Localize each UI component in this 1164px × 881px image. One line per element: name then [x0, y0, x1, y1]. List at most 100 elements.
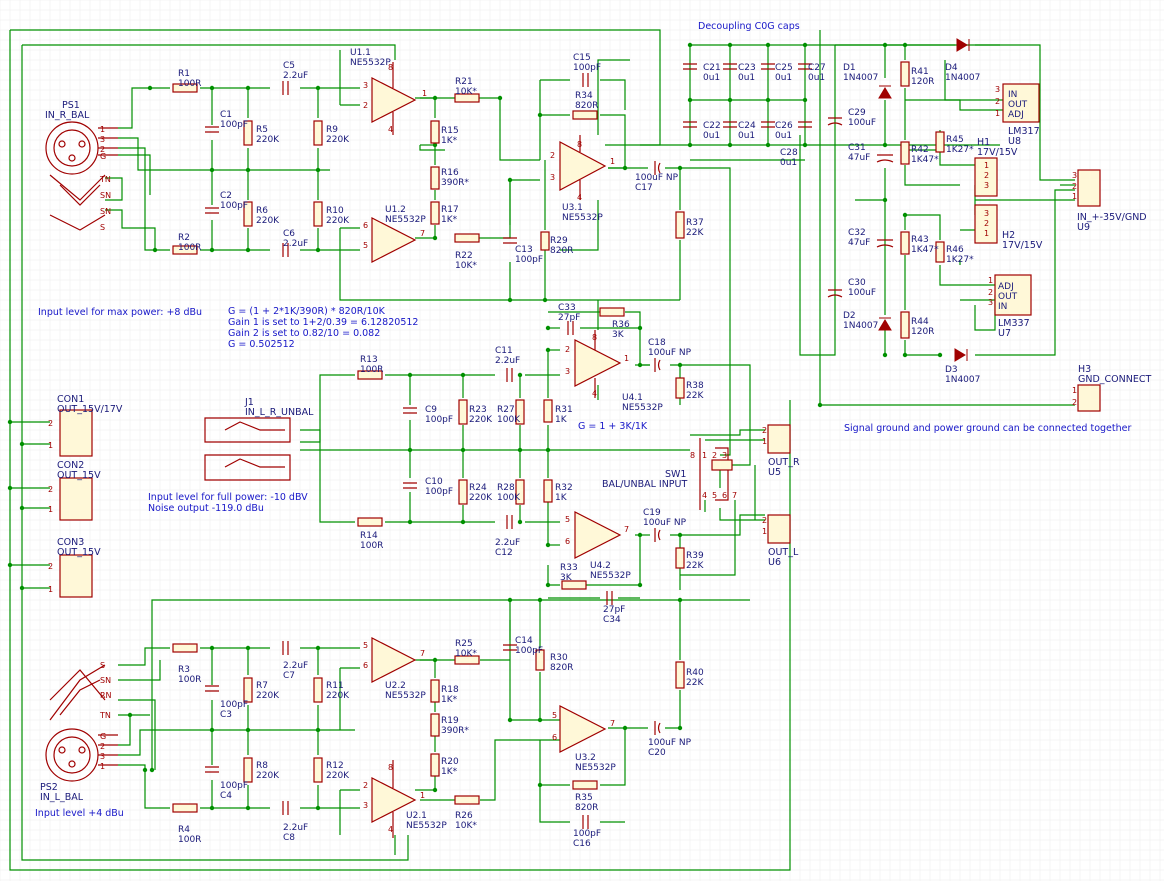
connector-con1: [59, 409, 93, 457]
note-gain2: Gain 2 is set to 0.82/10 = 0.082: [228, 328, 380, 339]
value-u3.1: NE5532P: [562, 213, 603, 223]
resistor-r20: [430, 753, 440, 777]
resistor-r1: [172, 83, 198, 93]
svg-text:2: 2: [984, 219, 989, 228]
svg-text:3: 3: [984, 181, 989, 190]
svg-text:2: 2: [988, 288, 993, 297]
resistor-r32: [543, 479, 553, 503]
svg-text:G: G: [100, 732, 106, 741]
capacitor-c5: [282, 81, 289, 95]
diode-d3: [954, 348, 968, 362]
value-u1.2: NE5532P: [385, 215, 426, 225]
label-r40: R40: [686, 668, 704, 678]
label-r2: R2: [178, 233, 190, 243]
label-c21: C21: [703, 63, 721, 73]
h3-ref: H3: [1078, 364, 1091, 375]
label-r15: R15: [441, 126, 459, 136]
resistor-r29: [540, 231, 550, 251]
connector-u5: [767, 424, 791, 454]
svg-text:8: 8: [592, 333, 597, 342]
opamp-u3-1: [559, 141, 607, 191]
note-gain1: Gain 1 is set to 1+2/0.39 = 6.12820512: [228, 317, 418, 328]
svg-text:TN: TN: [99, 175, 111, 184]
svg-text:2: 2: [712, 451, 717, 460]
h2-ref: H2: [1002, 230, 1015, 241]
svg-text:2: 2: [100, 742, 105, 751]
capacitor-c17: [654, 161, 661, 175]
svg-text:6: 6: [565, 537, 570, 546]
svg-text:8: 8: [577, 140, 582, 149]
svg-text:3: 3: [722, 451, 727, 460]
svg-text:TN: TN: [99, 711, 111, 720]
value-r25: 10K*: [455, 649, 477, 659]
svg-text:7: 7: [732, 491, 737, 500]
note-noise: Noise output -119.0 dBu: [148, 503, 264, 514]
label-r41: R41: [911, 67, 929, 77]
label-r32: R32: [555, 483, 573, 493]
u5-ref: U5: [768, 467, 781, 478]
value-u4.1: NE5532P: [622, 403, 663, 413]
capacitor-c14: [503, 644, 517, 651]
label-r44: R44: [911, 317, 929, 327]
label-u1.2: U1.2: [385, 205, 406, 215]
sw1-value: BAL/UNBAL INPUT: [602, 479, 687, 490]
resistor-r36: [599, 307, 625, 317]
component-labels: R1100RR2100RR3100RR4100RR5220KR6220KR722…: [178, 48, 980, 849]
svg-text:2: 2: [984, 171, 989, 180]
label-c29: C29: [848, 108, 866, 118]
resistor-r9: [313, 120, 323, 146]
label-c18: C18: [648, 338, 666, 348]
svg-text:4: 4: [388, 825, 393, 834]
resistor-r8: [243, 757, 253, 783]
regulator-u8: [1002, 83, 1040, 123]
value-c1: 100pF: [220, 120, 248, 130]
opamp-u1-2: [371, 217, 417, 263]
resistor-r41: [900, 61, 910, 87]
svg-text:7: 7: [420, 229, 425, 238]
header-h2: [974, 204, 998, 244]
capacitor-c27-c28: [798, 63, 812, 128]
u6-value: OUT_L: [768, 547, 799, 558]
label-r45: R45: [946, 135, 964, 145]
value-c29: 100uF: [848, 118, 876, 128]
label-r31: R31: [555, 405, 573, 415]
con2-value: OUT_15V: [57, 470, 101, 481]
value-c6: 2.2uF: [283, 239, 308, 249]
label-u2.2: U2.2: [385, 681, 406, 691]
svg-text:2: 2: [565, 345, 570, 354]
junctions: [7, 42, 943, 811]
resistor-r30: [535, 649, 545, 671]
capacitor-c8: [282, 801, 289, 815]
connector-con3: [59, 554, 93, 598]
label-r12: R12: [326, 761, 344, 771]
value-r44: 120R: [911, 327, 934, 337]
value-c8: 2.2uF: [283, 823, 308, 833]
u7-ref: U7: [998, 328, 1011, 339]
svg-text:8: 8: [388, 63, 393, 72]
resistor-r44: [900, 311, 910, 339]
value-r1: 100R: [178, 79, 201, 89]
resistor-r5: [243, 120, 253, 146]
u5-value: OUT_R: [768, 457, 800, 468]
value-r12: 220K: [326, 771, 350, 781]
value-c19: 100uF NP: [643, 518, 687, 528]
value-r40: 22K: [686, 678, 704, 688]
value-r29: 820R: [550, 246, 573, 256]
label-c6: C6: [283, 229, 295, 239]
header-h1: [974, 157, 998, 197]
resistor-r33: [561, 580, 587, 590]
value-r8: 220K: [256, 771, 280, 781]
resistor-r6: [243, 201, 253, 227]
label-r19: R19: [441, 716, 459, 726]
resistor-r35: [572, 780, 598, 790]
value-c32: 47uF: [848, 238, 870, 248]
value-r2: 100R: [178, 243, 201, 253]
label-c25: C25: [775, 63, 793, 73]
svg-text:2: 2: [363, 101, 368, 110]
label-c9: C9: [425, 405, 437, 415]
resistor-r46: [935, 241, 945, 263]
svg-text:1: 1: [984, 161, 989, 170]
value-r39: 22K: [686, 561, 704, 571]
resistor-r10: [313, 201, 323, 227]
